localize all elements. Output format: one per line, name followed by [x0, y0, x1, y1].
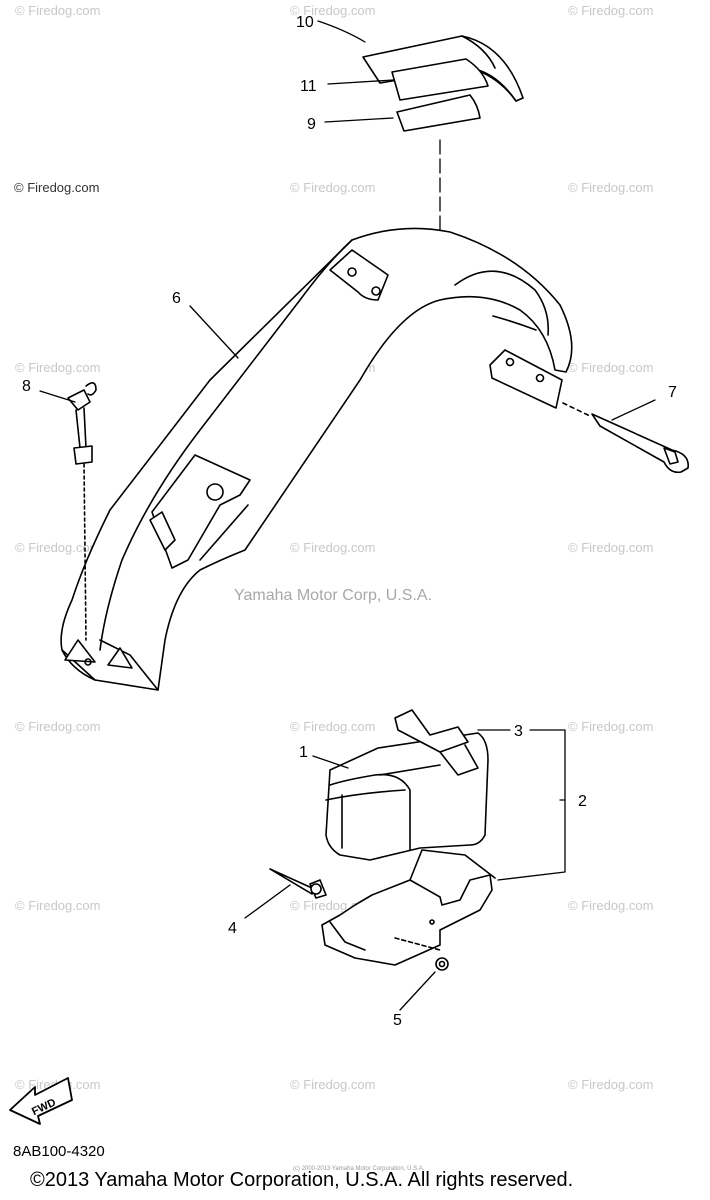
watermark: © Firedog.com [290, 540, 376, 555]
callout-6: 6 [172, 290, 181, 307]
watermark: © Firedog.com [568, 360, 654, 375]
fine-print: (c) 2000-2013 Yamaha Motor Corporation, … [293, 1166, 425, 1172]
watermark: © Firedog.com [568, 719, 654, 734]
callout-5: 5 [393, 1012, 402, 1029]
watermark: © Firedog.com [568, 1077, 654, 1092]
callout-3: 3 [514, 723, 523, 740]
battery-part-1 [325, 732, 489, 861]
watermark: © Firedog.com [15, 719, 101, 734]
pad-part-9 [396, 94, 481, 132]
diagram-id: 8AB100-4320 [13, 1143, 105, 1160]
tray-part-2 [321, 849, 496, 966]
maker-mark: Yamaha Motor Corp, U.S.A. [234, 587, 432, 604]
callout-2: 2 [578, 793, 587, 810]
watermark: © Firedog.com [15, 898, 101, 913]
watermark-brand: © Firedog.com [14, 180, 100, 195]
watermark: © Firedog.com [568, 540, 654, 555]
wing-bolt-part-8 [67, 382, 97, 641]
rod-part-7 [562, 402, 689, 474]
watermark: © Firedog.com [15, 540, 101, 555]
strap-part-3 [394, 709, 479, 776]
watermark: © Firedog.com [568, 180, 654, 195]
nut-part-5 [435, 957, 449, 971]
watermark: © Firedog.com [568, 898, 654, 913]
callout-9: 9 [307, 116, 316, 133]
watermark: © Firedog.com [15, 3, 101, 18]
fender-part-6 [60, 227, 573, 691]
watermark: © Firedog.com [290, 719, 376, 734]
copyright-notice: ©2013 Yamaha Motor Corporation, U.S.A. A… [30, 1169, 574, 1191]
callout-11: 11 [300, 78, 317, 95]
watermark: © Firedog.com [290, 180, 376, 195]
leader-lines [39, 20, 656, 1011]
fwd-arrow-icon: FWD [9, 1077, 73, 1125]
callout-1: 1 [299, 744, 308, 761]
watermark: © Firedog.com [290, 3, 376, 18]
callout-4: 4 [228, 920, 237, 937]
watermark: © Firedog.com [15, 360, 101, 375]
screw-part-4 [269, 868, 327, 899]
callout-10: 10 [296, 14, 314, 31]
band-part-11 [391, 58, 489, 101]
callout-7: 7 [668, 384, 677, 401]
watermark: © Firedog.com [568, 3, 654, 18]
callout-8: 8 [22, 378, 31, 395]
watermark: © Firedog.com [290, 1077, 376, 1092]
